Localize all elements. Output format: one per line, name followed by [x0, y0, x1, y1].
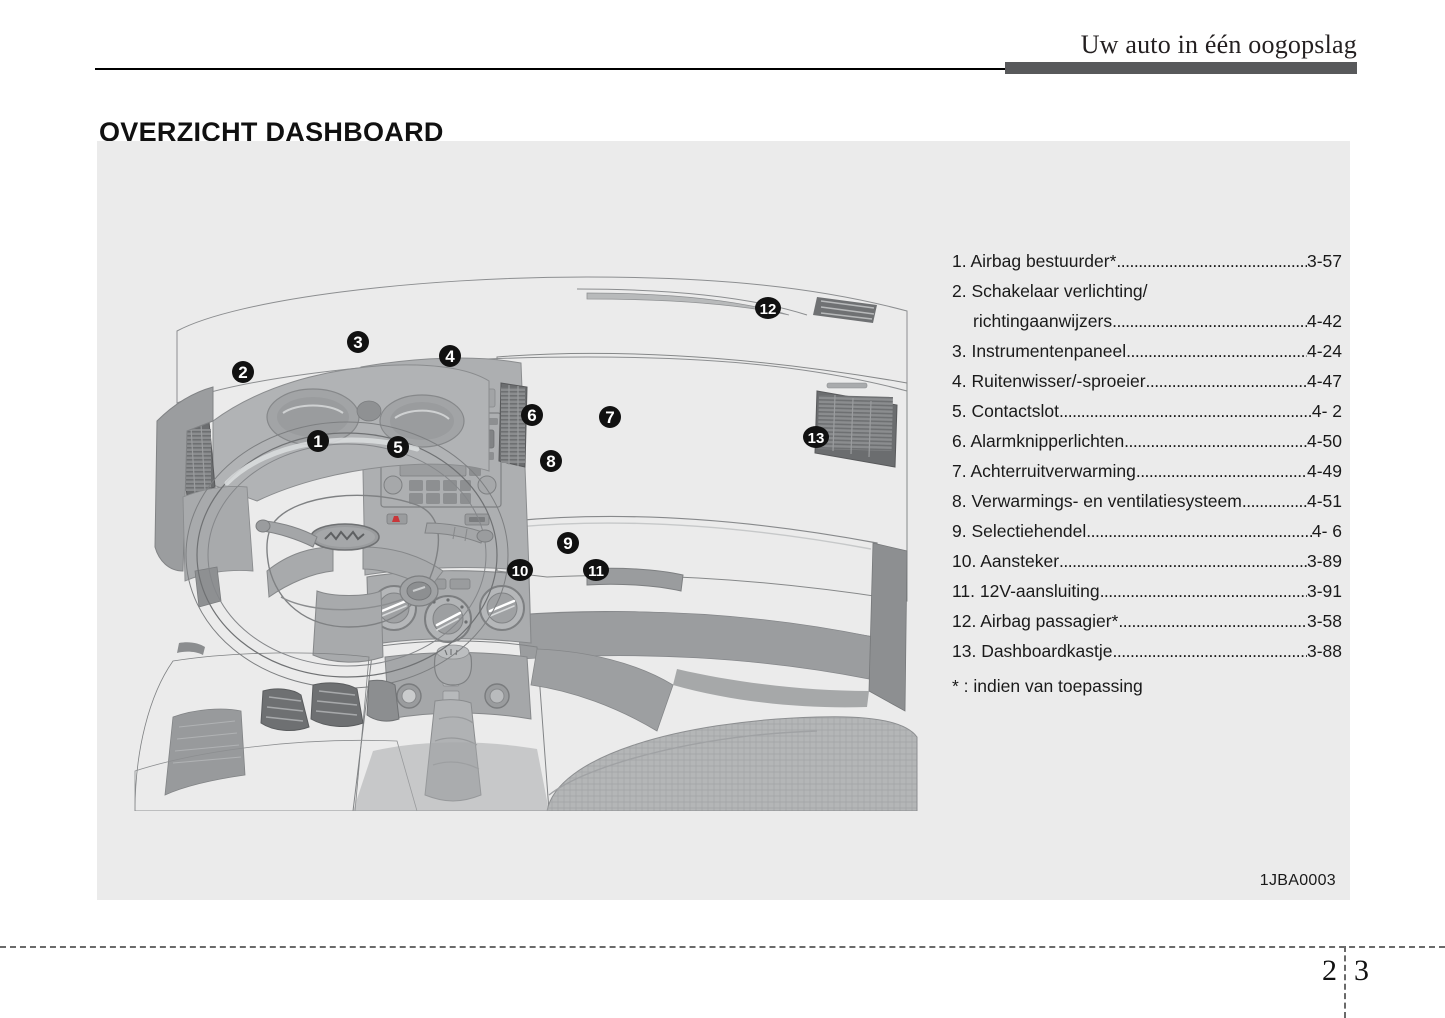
legend-item: richtingaanwijzers .....................…	[952, 311, 1342, 341]
dashboard-legend-list: 1. Airbag bestuurder* ..................…	[952, 251, 1342, 701]
legend-item-page-reference: 3-88	[1306, 641, 1342, 661]
running-header: Uw auto in één oogopslag	[0, 0, 1445, 80]
svg-text:11: 11	[588, 563, 604, 580]
legend-item: 1. Airbag bestuurder* ..................…	[952, 251, 1342, 281]
legend-item: 8. Verwarmings- en ventilatiesysteem ...…	[952, 491, 1342, 521]
legend-item: 3. Instrumentenpaneel ..................…	[952, 341, 1342, 371]
callout-marker-1: 1	[307, 430, 329, 452]
header-rule-line	[95, 68, 1357, 70]
legend-item-page-reference: 4-51	[1306, 491, 1342, 511]
callout-marker-5: 5	[387, 436, 409, 458]
callout-marker-6: 6	[521, 404, 543, 426]
svg-text:2: 2	[238, 363, 247, 382]
callout-marker-11: 11	[583, 559, 609, 581]
svg-text:8: 8	[546, 452, 555, 471]
svg-text:12: 12	[760, 301, 777, 318]
legend-item: 13. Dashboardkastje ....................…	[952, 641, 1342, 671]
header-accent-bar	[1005, 62, 1357, 74]
legend-item-leader-dots: ........................................…	[1126, 341, 1307, 361]
callout-marker-3: 3	[347, 331, 369, 353]
figure-reference-code: 1JBA0003	[1259, 872, 1336, 889]
legend-item: 10. Aansteker ..........................…	[952, 551, 1342, 581]
legend-item-label: 12. Airbag passagier*	[952, 611, 1119, 631]
chapter-number: 2	[1322, 954, 1337, 987]
legend-item-leader-dots: ........................................…	[1116, 251, 1307, 271]
legend-item-label: richtingaanwijzers	[973, 311, 1113, 331]
legend-item-label: 7. Achterruitverwarming	[952, 461, 1136, 481]
legend-item: 7. Achterruitverwarming ................…	[952, 461, 1342, 491]
legend-item-label: 6. Alarmknipperlichten	[952, 431, 1125, 451]
legend-item-page-reference: 4- 2	[1311, 401, 1342, 421]
legend-item-leader-dots: ........................................…	[1241, 491, 1307, 511]
legend-item-leader-dots: ........................................…	[1135, 461, 1307, 481]
legend-item-label: 1. Airbag bestuurder*	[952, 251, 1117, 271]
legend-item-leader-dots: ........................................…	[1059, 401, 1312, 421]
legend-item-label: 9. Selectiehendel	[952, 521, 1087, 541]
legend-item-leader-dots: ........................................…	[1086, 521, 1312, 541]
legend-item-label: 3. Instrumentenpaneel	[952, 341, 1127, 361]
callout-marker-9: 9	[557, 532, 579, 554]
svg-text:9: 9	[563, 534, 572, 553]
svg-text:1: 1	[313, 432, 322, 451]
legend-item-leader-dots: ........................................…	[1118, 611, 1307, 631]
legend-item-label: 2. Schakelaar verlichting/	[952, 281, 1148, 301]
legend-footnote: * : indien van toepassing	[952, 676, 1143, 696]
legend-item: 11. 12V-aansluiting ....................…	[952, 581, 1342, 611]
svg-text:6: 6	[527, 406, 536, 425]
legend-item: 4. Ruitenwisser/-sproeier ..............…	[952, 371, 1342, 401]
legend-item-page-reference: 4-49	[1306, 461, 1342, 481]
legend-item-page-reference: 4-24	[1306, 341, 1342, 361]
callout-marker-2: 2	[232, 361, 254, 383]
callout-marker-7: 7	[599, 406, 621, 428]
svg-text:5: 5	[393, 438, 402, 457]
legend-item-label: 4. Ruitenwisser/-sproeier	[952, 371, 1146, 391]
legend-item-page-reference: 4-50	[1306, 431, 1342, 451]
callout-marker-12: 12	[755, 297, 781, 319]
legend-item: 9. Selectiehendel ......................…	[952, 521, 1342, 551]
callout-marker-8: 8	[540, 450, 562, 472]
legend-item-leader-dots: ........................................…	[1148, 281, 1342, 302]
svg-text:4: 4	[445, 347, 455, 366]
page-number: 3	[1354, 954, 1369, 987]
legend-item-page-reference: 3-91	[1306, 581, 1342, 601]
legend-item-label: 10. Aansteker	[952, 551, 1060, 571]
legend-item-leader-dots: ........................................…	[1099, 581, 1307, 601]
running-header-title: Uw auto in één oogopslag	[1080, 30, 1357, 59]
legend-item-page-reference: 3-89	[1306, 551, 1342, 571]
legend-item-page-reference: 3-57	[1306, 251, 1342, 271]
legend-item-page-reference: 3-58	[1306, 611, 1342, 631]
legend-item-leader-dots: ........................................…	[1124, 431, 1307, 451]
legend-item-label: 13. Dashboardkastje	[952, 641, 1113, 661]
callout-marker-10: 10	[507, 559, 533, 581]
legend-item: 12. Airbag passagier* ..................…	[952, 611, 1342, 641]
legend-item-leader-dots: ........................................…	[1059, 551, 1307, 571]
svg-text:3: 3	[353, 333, 362, 352]
legend-item-leader-dots: ........................................…	[1112, 311, 1307, 331]
legend-item-label: 11. 12V-aansluiting	[952, 581, 1100, 601]
legend-item-leader-dots: ........................................…	[1112, 641, 1307, 661]
legend-item-label: 5. Contactslot	[952, 401, 1059, 421]
legend-item: 6. Alarmknipperlichten .................…	[952, 431, 1342, 461]
callout-marker-13: 13	[803, 426, 829, 448]
legend-item: 2. Schakelaar verlichting/..............…	[952, 281, 1342, 311]
legend-item: 5. Contactslot .........................…	[952, 401, 1342, 431]
svg-text:13: 13	[808, 430, 825, 447]
legend-item-page-reference: 4- 6	[1311, 521, 1342, 541]
legend-item-leader-dots: ........................................…	[1145, 371, 1307, 391]
legend-item-page-reference: 4-47	[1306, 371, 1342, 391]
legend-item-page-reference: 4-42	[1306, 311, 1342, 331]
svg-text:7: 7	[605, 408, 614, 427]
callout-marker-4: 4	[439, 345, 461, 367]
footer-vertical-dashed-rule	[1344, 946, 1346, 1018]
legend-item-label: 8. Verwarmings- en ventilatiesysteem	[952, 491, 1242, 511]
footer-dashed-rule	[0, 946, 1445, 948]
svg-text:10: 10	[512, 563, 529, 580]
